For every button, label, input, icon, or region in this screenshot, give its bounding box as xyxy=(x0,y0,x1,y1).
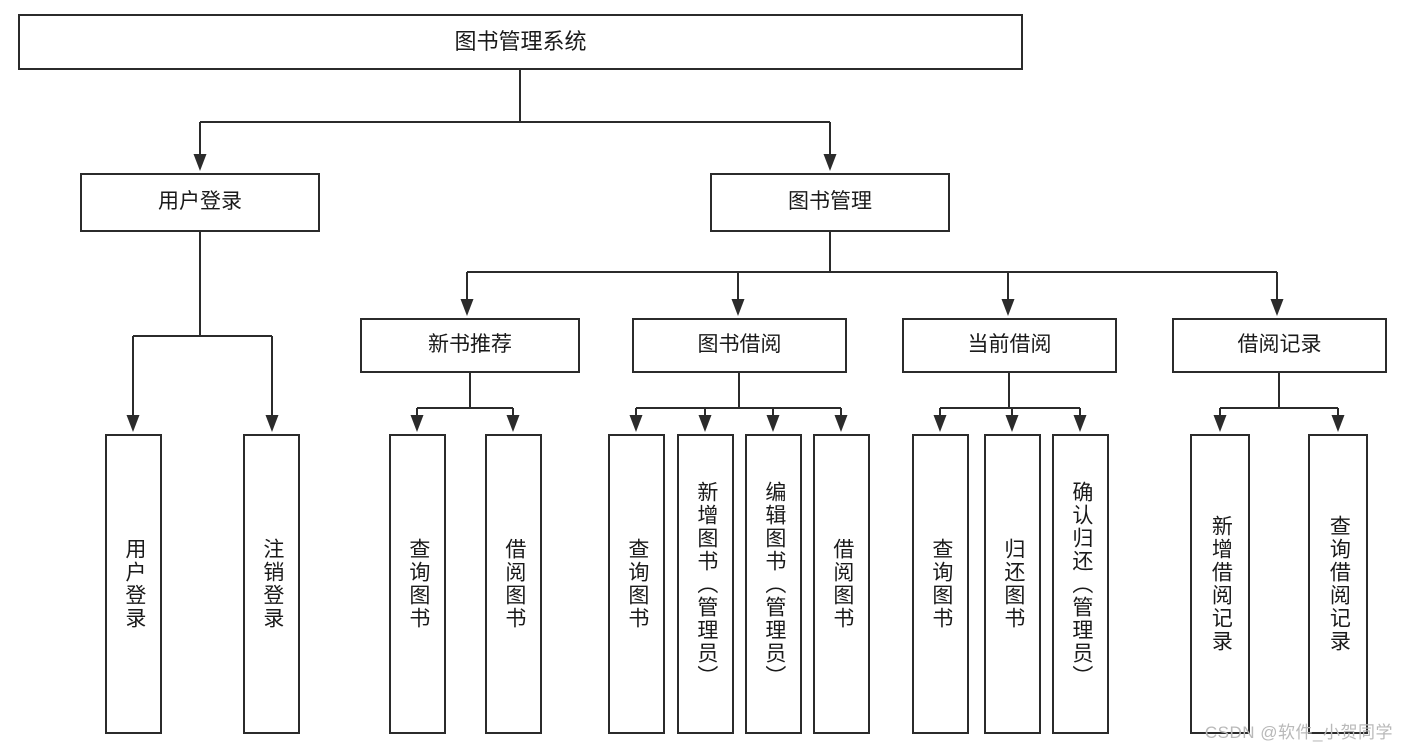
node-label-leaf-edit-book-admin: 编辑图书（管理员） xyxy=(762,480,786,688)
node-current-borrow[interactable]: 当前借阅 xyxy=(902,318,1117,373)
node-user-login[interactable]: 用户登录 xyxy=(80,173,320,232)
node-label-leaf-query-book-current: 查询图书 xyxy=(929,538,953,630)
node-leaf-confirm-return-admin[interactable]: 确认归还（管理员） xyxy=(1052,434,1109,734)
node-label-leaf-borrow-book-recommend: 借阅图书 xyxy=(502,538,526,630)
node-leaf-query-book-current[interactable]: 查询图书 xyxy=(912,434,969,734)
arrowhead-new-book-recommend-to-leaves-0 xyxy=(410,415,424,432)
csdn-watermark: CSDN @软件_小贺同学 xyxy=(1204,723,1393,742)
node-leaf-add-borrow-record[interactable]: 新增借阅记录 xyxy=(1190,434,1250,734)
node-leaf-edit-book-admin[interactable]: 编辑图书（管理员） xyxy=(745,434,802,734)
node-book-borrow[interactable]: 图书借阅 xyxy=(632,318,847,373)
node-label-user-login: 用户登录 xyxy=(158,190,242,214)
arrowhead-current-borrow-to-leaves-0 xyxy=(933,415,947,432)
arrowhead-book-management-to-level3-0 xyxy=(460,299,474,316)
arrowhead-book-management-to-level3-1 xyxy=(731,299,745,316)
node-label-leaf-return-book: 归还图书 xyxy=(1001,538,1025,630)
arrowhead-borrow-record-to-leaves-1 xyxy=(1331,415,1345,432)
node-label-leaf-logout: 注销登录 xyxy=(260,538,284,630)
arrowhead-new-book-recommend-to-leaves-1 xyxy=(506,415,520,432)
node-label-new-book-recommend: 新书推荐 xyxy=(428,333,512,357)
node-new-book-recommend[interactable]: 新书推荐 xyxy=(360,318,580,373)
arrowhead-book-management-to-level3-2 xyxy=(1001,299,1015,316)
node-leaf-user-login[interactable]: 用户登录 xyxy=(105,434,162,734)
node-leaf-query-borrow-record[interactable]: 查询借阅记录 xyxy=(1308,434,1368,734)
node-leaf-borrow-book[interactable]: 借阅图书 xyxy=(813,434,870,734)
node-label-leaf-add-book-admin: 新增图书（管理员） xyxy=(694,480,718,688)
node-borrow-record[interactable]: 借阅记录 xyxy=(1172,318,1387,373)
arrowhead-user-login-to-leaves-1 xyxy=(265,415,279,432)
arrowhead-root-to-level2-0 xyxy=(193,154,207,171)
arrowhead-current-borrow-to-leaves-2 xyxy=(1073,415,1087,432)
node-label-leaf-confirm-return-admin: 确认归还（管理员） xyxy=(1069,480,1093,688)
node-label-book-management: 图书管理 xyxy=(788,190,872,214)
node-leaf-return-book[interactable]: 归还图书 xyxy=(984,434,1041,734)
node-label-leaf-query-book-borrow: 查询图书 xyxy=(625,538,649,630)
arrowhead-root-to-level2-1 xyxy=(823,154,837,171)
arrowhead-borrow-record-to-leaves-0 xyxy=(1213,415,1227,432)
arrowhead-book-borrow-to-leaves-1 xyxy=(698,415,712,432)
arrowhead-book-management-to-level3-3 xyxy=(1270,299,1284,316)
node-root[interactable]: 图书管理系统 xyxy=(18,14,1023,70)
node-leaf-logout[interactable]: 注销登录 xyxy=(243,434,300,734)
node-leaf-borrow-book-recommend[interactable]: 借阅图书 xyxy=(485,434,542,734)
node-label-current-borrow: 当前借阅 xyxy=(967,333,1052,357)
arrowhead-current-borrow-to-leaves-1 xyxy=(1005,415,1019,432)
node-leaf-query-book-borrow[interactable]: 查询图书 xyxy=(608,434,665,734)
arrowhead-book-borrow-to-leaves-0 xyxy=(629,415,643,432)
node-label-leaf-add-borrow-record: 新增借阅记录 xyxy=(1209,515,1233,653)
arrowhead-user-login-to-leaves-0 xyxy=(126,415,140,432)
node-label-leaf-user-login: 用户登录 xyxy=(122,538,146,630)
node-leaf-add-book-admin[interactable]: 新增图书（管理员） xyxy=(677,434,734,734)
node-leaf-query-book-recommend[interactable]: 查询图书 xyxy=(389,434,446,734)
node-book-management[interactable]: 图书管理 xyxy=(710,173,950,232)
node-label-leaf-query-borrow-record: 查询借阅记录 xyxy=(1327,515,1351,653)
arrowhead-book-borrow-to-leaves-2 xyxy=(766,415,780,432)
node-label-leaf-query-book-recommend: 查询图书 xyxy=(406,538,430,630)
node-label-book-borrow: 图书借阅 xyxy=(697,333,782,357)
arrowhead-book-borrow-to-leaves-3 xyxy=(834,415,848,432)
node-label-leaf-borrow-book: 借阅图书 xyxy=(830,538,854,630)
node-label-borrow-record: 借阅记录 xyxy=(1237,333,1322,357)
node-label-root: 图书管理系统 xyxy=(454,29,587,55)
